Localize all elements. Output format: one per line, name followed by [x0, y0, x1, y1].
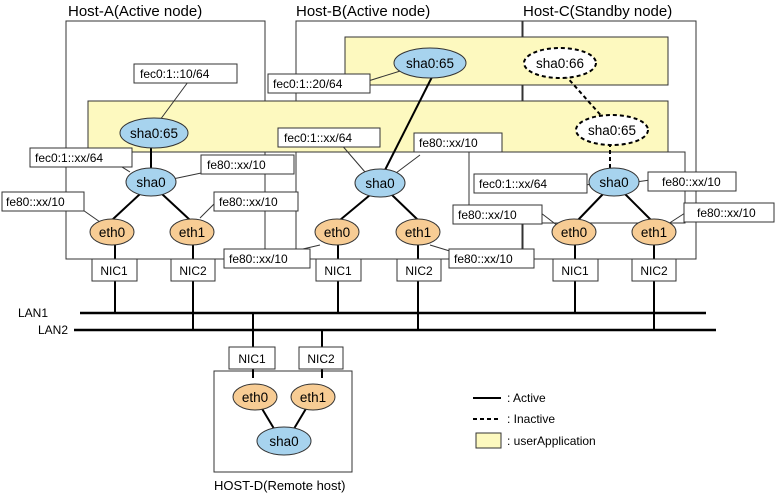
c-sha0-label: sha0	[599, 175, 628, 190]
callout-b-eth0-text: fe80::xx/10	[229, 252, 288, 266]
c-nic2-label: NIC2	[640, 264, 668, 278]
a-eth1-node	[169, 218, 215, 246]
callout-c-eth0	[452, 204, 543, 225]
d-eth1-label: eth1	[300, 390, 326, 405]
c-sha0-65-node	[575, 114, 649, 146]
d-eth0-label: eth0	[242, 390, 268, 405]
host-b-title: Host-B(Active node)	[296, 3, 430, 20]
c-nic1	[552, 258, 599, 282]
c-nic2	[631, 258, 677, 282]
callout-b-sha-link-text: fe80::xx/10	[419, 136, 478, 150]
b-sha0-65-node	[393, 47, 467, 79]
inactive-lines	[564, 74, 611, 170]
b-eth1-node	[395, 218, 441, 246]
c-eth1-node	[631, 218, 677, 246]
c-eth0-node	[551, 218, 597, 246]
host-d-box	[213, 370, 353, 473]
legend: : Active : Inactive : userApplication	[473, 391, 596, 449]
c-eth1-label: eth1	[641, 225, 667, 240]
d-eth1-node	[290, 383, 336, 411]
d-nic2	[298, 346, 344, 370]
callout-b-sha-link	[413, 132, 503, 153]
callout-a-sha-site-text: fec0:1::xx/64	[35, 151, 103, 165]
userapp-box-upper	[344, 36, 669, 86]
callout-a-eth0	[1, 191, 85, 212]
a-nic1-label: NIC1	[100, 264, 128, 278]
a-sha0-node	[125, 167, 177, 197]
callout-b-eth0	[223, 248, 311, 269]
b-nic1-label: NIC1	[324, 264, 352, 278]
callout-a-sha-link-text: fe80::xx/10	[207, 158, 266, 172]
b-nic1	[315, 258, 362, 282]
lan1-label: LAN1	[18, 306, 48, 320]
callout-a-sha-link	[200, 154, 295, 175]
host-a-title: Host-A(Active node)	[68, 3, 202, 20]
a-eth1-label: eth1	[179, 225, 205, 240]
d-sha0-label: sha0	[269, 434, 298, 449]
callout-c-sha-link-text: fe80::xx/10	[662, 175, 721, 189]
c-sha0-66-label: sha0:66	[536, 56, 584, 71]
callout-c-eth1	[683, 202, 775, 223]
callout-b-virtual-text: fec0:1::20/64	[273, 77, 343, 91]
b-eth0-label: eth0	[324, 225, 350, 240]
c-eth0-label: eth0	[561, 225, 587, 240]
c-sha0-node	[588, 167, 640, 197]
callout-a-eth1-text: fe80::xx/10	[219, 195, 278, 209]
callout-a-sha-site	[29, 147, 133, 168]
callout-b-eth1-text: fe80::xx/10	[454, 252, 513, 266]
callout-c-eth0-text: fe80::xx/10	[458, 208, 517, 222]
callout-a-eth0-text: fe80::xx/10	[6, 195, 65, 209]
c-sha0-65-label: sha0:65	[588, 123, 636, 138]
host-c-title: Host-C(Standby node)	[523, 3, 672, 20]
d-eth0-node	[232, 383, 278, 411]
a-nic1	[91, 258, 138, 282]
a-eth0-node	[89, 218, 135, 246]
host-d-title: HOST-D(Remote host)	[214, 478, 345, 493]
d-nic1-label: NIC1	[238, 352, 266, 366]
b-nic2-label: NIC2	[405, 264, 433, 278]
legend-active-label: : Active	[507, 391, 546, 405]
a-nic2	[170, 258, 216, 282]
callout-b-sha-site	[277, 127, 381, 148]
callout-b-eth1	[448, 248, 535, 269]
legend-userapp-swatch	[475, 432, 502, 449]
d-nic1	[228, 346, 276, 370]
callout-c-sha-link	[647, 171, 737, 192]
callout-c-eth1-text: fe80::xx/10	[697, 206, 756, 220]
callout-a-eth1	[213, 191, 299, 212]
lan2-label: LAN2	[38, 323, 68, 337]
c-nic1-label: NIC1	[561, 264, 589, 278]
b-sha0-node	[354, 168, 406, 198]
callout-c-sha-site	[473, 173, 588, 194]
b-eth0-node	[314, 218, 360, 246]
a-sha0-label: sha0	[136, 175, 165, 190]
a-sha0-65-node	[119, 117, 189, 149]
callout-a-virtual	[133, 63, 238, 84]
d-nic2-label: NIC2	[307, 352, 335, 366]
b-sha0-65-label: sha0:65	[406, 56, 454, 71]
legend-userapp-label: : userApplication	[507, 434, 596, 448]
callout-b-sha-site-text: fec0:1::xx/64	[284, 131, 352, 145]
callout-c-sha-site-text: fec0:1::xx/64	[479, 177, 547, 191]
callout-a-virtual-text: fec0:1::10/64	[140, 67, 210, 81]
b-eth1-label: eth1	[405, 225, 431, 240]
legend-inactive-label: : Inactive	[507, 412, 555, 426]
d-sha0-node	[256, 426, 312, 456]
b-nic2	[396, 258, 442, 282]
a-eth0-label: eth0	[99, 225, 125, 240]
a-sha0-65-label: sha0:65	[130, 126, 178, 141]
c-sha0-66-node	[523, 47, 597, 79]
a-nic2-label: NIC2	[179, 264, 207, 278]
callout-b-virtual	[267, 73, 371, 94]
b-sha0-label: sha0	[365, 176, 394, 191]
